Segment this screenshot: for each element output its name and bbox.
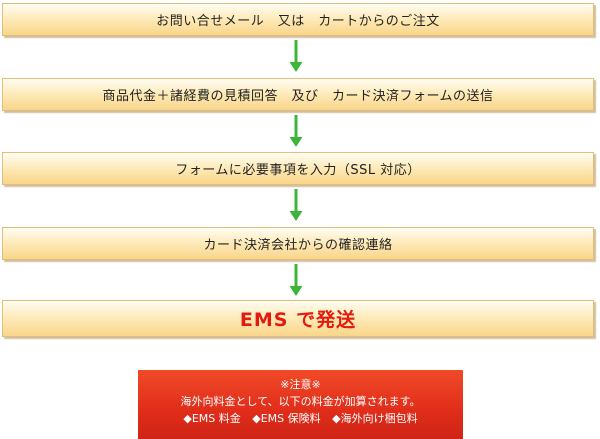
step-inquiry: お問い合せメール 又は カートからのご注文: [2, 3, 594, 36]
notice-item-ems-fee: ◆EMS 料金: [183, 412, 241, 425]
down-arrow-icon: [289, 264, 303, 296]
down-arrow-icon: [289, 189, 303, 221]
step-ems-shipping: EMS で発送: [2, 300, 594, 337]
down-arrow-icon: [289, 40, 303, 72]
notice-items: ◆EMS 料金 ◆EMS 保険料 ◆海外向け梱包料: [138, 410, 463, 427]
notice-item-ems-insurance: ◆EMS 保険料: [252, 412, 321, 425]
notice-box: ※注意※ 海外向料金として、以下の料金が加算されます。 ◆EMS 料金 ◆EMS…: [138, 370, 463, 439]
down-arrow-icon: [289, 115, 303, 147]
step-confirmation: カード決済会社からの確認連絡: [2, 227, 594, 260]
step-estimate: 商品代金＋諸経費の見積回答 及び カード決済フォームの送信: [2, 78, 594, 111]
step-form-input: フォームに必要事項を入力（SSL 対応）: [2, 152, 594, 185]
notice-title: ※注意※: [280, 378, 321, 391]
notice-text: 海外向料金として、以下の料金が加算されます。: [180, 395, 421, 408]
notice-item-packing-fee: ◆海外向け梱包料: [332, 412, 418, 425]
